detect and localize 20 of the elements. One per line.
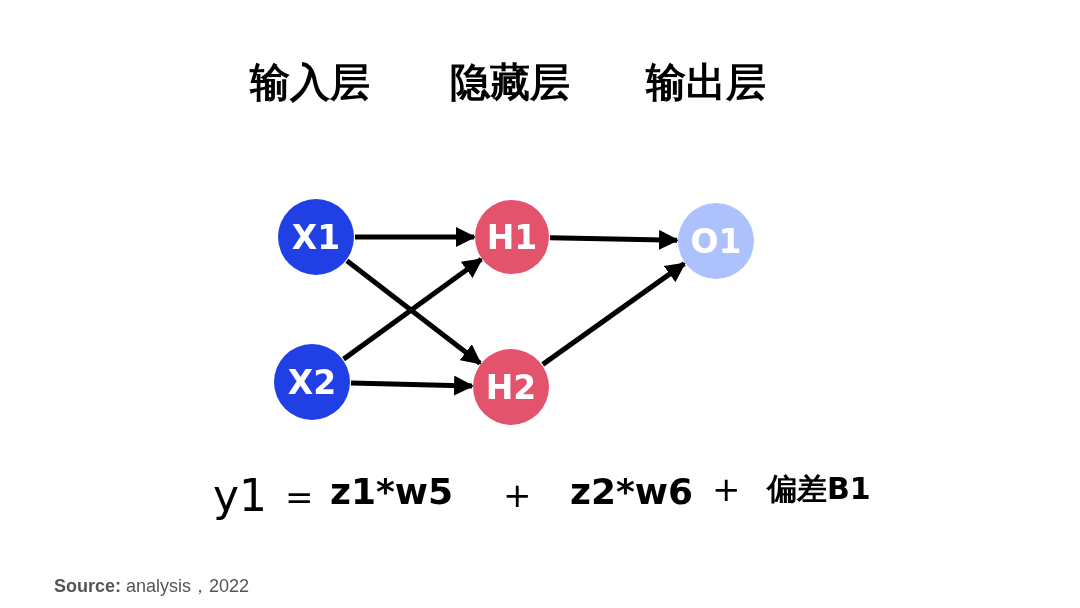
neuron-circle: X2: [274, 344, 350, 420]
formula-term: z2*w6: [570, 474, 694, 510]
formula-operator: +: [503, 478, 532, 512]
neuron-circle: H1: [475, 200, 549, 274]
layer-heading: 输出层: [646, 62, 766, 102]
formula-operator: =: [285, 480, 314, 514]
layer-heading: 隐藏层: [450, 62, 570, 102]
formula-operator: +: [712, 472, 741, 506]
neuron-circle: X1: [278, 199, 354, 275]
formula-term: z1*w5: [330, 474, 454, 510]
arrow: [541, 261, 686, 367]
formula-term: 偏差B1: [767, 474, 871, 504]
arrow: [549, 229, 679, 250]
source-note: Source: analysis，2022: [54, 577, 250, 595]
layer-heading: 输入层: [250, 62, 370, 102]
arrow: [350, 375, 474, 396]
formula-term: y1: [213, 474, 268, 518]
neuron-circle: H2: [473, 349, 549, 425]
arrow: [355, 227, 476, 247]
neuron-circle: O1: [678, 203, 754, 279]
